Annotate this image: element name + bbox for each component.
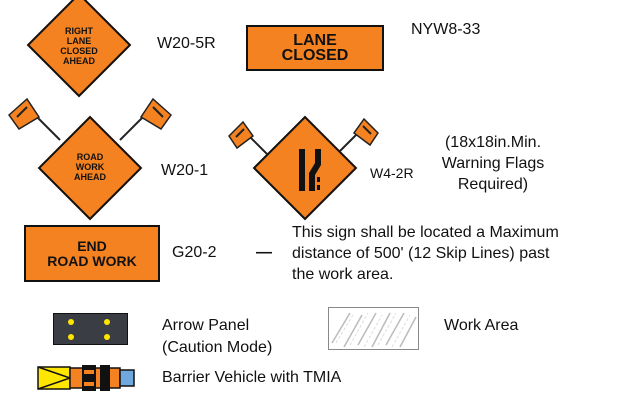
sign-w4-2r-code: W4-2R <box>370 165 414 181</box>
sign-nyw8-33-line2: CLOSED <box>282 48 349 63</box>
g20-note: This sign shall be located a Maximum dis… <box>292 222 559 285</box>
warning-flag-icon <box>5 95 65 145</box>
arrow-panel-icon <box>53 313 128 345</box>
lamp-icon <box>68 334 74 340</box>
sign-g20-2: END ROAD WORK <box>24 225 160 282</box>
lane-shift-icon <box>285 145 335 195</box>
g20-note-dash: — <box>256 244 272 262</box>
sign-w20-1-code: W20-1 <box>161 162 208 180</box>
barrier-vehicle-label: Barrier Vehicle with TMIA <box>162 369 341 387</box>
sign-g20-2-line1: END <box>77 239 107 254</box>
work-area-icon <box>328 307 419 350</box>
lamp-icon <box>104 319 110 325</box>
lamp-icon <box>104 334 110 340</box>
sign-nyw8-33-code: NYW8-33 <box>411 21 480 39</box>
lamp-icon <box>68 319 74 325</box>
work-area-label: Work Area <box>444 317 518 335</box>
barrier-vehicle-icon <box>37 365 137 391</box>
sign-w20-1-text: ROAD WORK AHEAD <box>55 152 125 182</box>
warning-flag-icon <box>115 95 175 145</box>
sign-w20-5r-code: W20-5R <box>157 35 216 53</box>
sign-g20-2-code: G20-2 <box>172 244 216 262</box>
sign-w20-5r-text: RIGHT LANE CLOSED AHEAD <box>44 26 114 66</box>
arrow-panel-label: Arrow Panel (Caution Mode) <box>162 315 272 359</box>
sign-g20-2-line2: ROAD WORK <box>47 254 136 269</box>
flags-note: (18x18in.Min. Warning Flags Required) <box>438 132 548 195</box>
sign-nyw8-33: LANE CLOSED <box>246 25 384 71</box>
sign-nyw8-33-line1: LANE <box>293 33 337 48</box>
